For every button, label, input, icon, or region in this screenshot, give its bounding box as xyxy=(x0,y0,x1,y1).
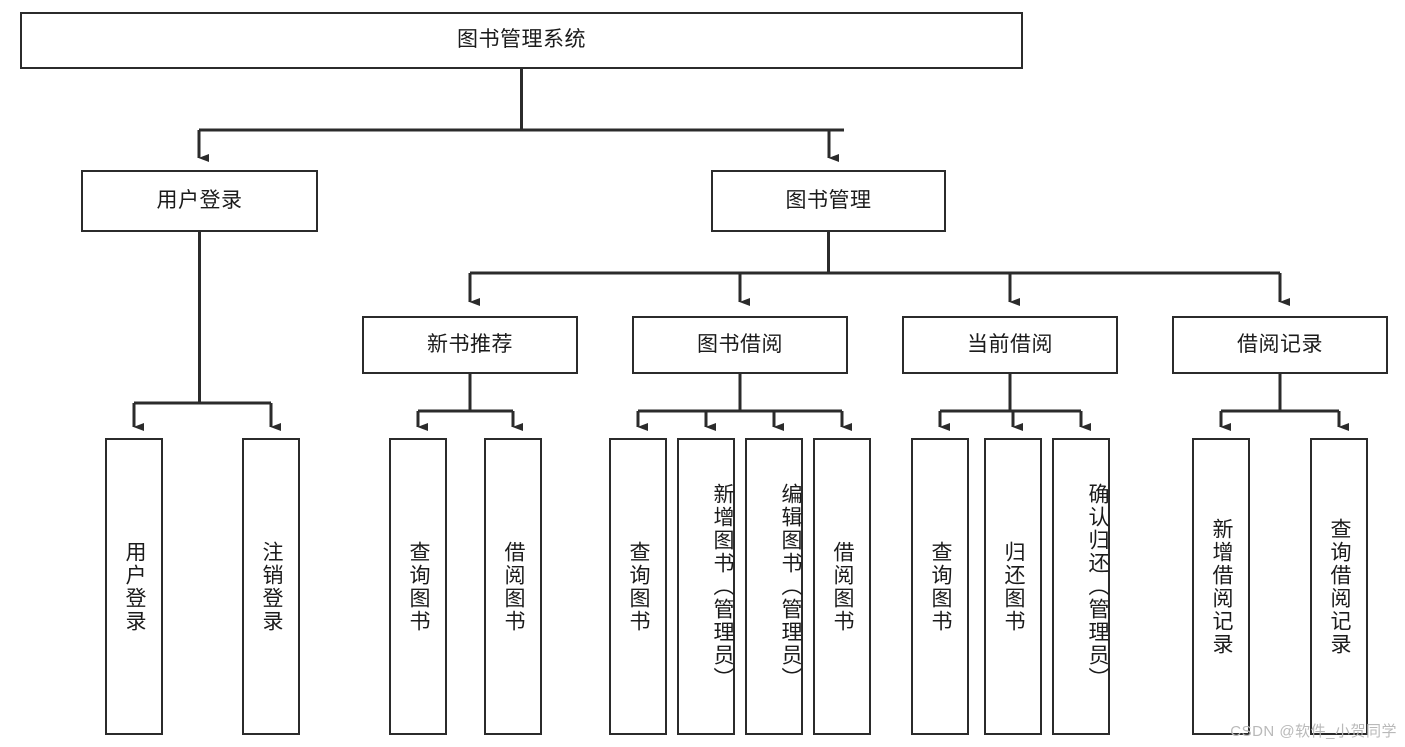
node-label: 借阅图书 xyxy=(502,540,526,633)
node-label: 新增图书（管理员） xyxy=(711,483,734,690)
edges-book-mgmt-to-level3 xyxy=(468,232,1291,307)
node-label: 借阅记录 xyxy=(1237,332,1323,356)
node-label: 新书推荐 xyxy=(427,332,513,356)
node-label: 查询图书 xyxy=(407,540,431,633)
node-user-login[interactable]: 用户登录 xyxy=(81,170,318,232)
leaf-logout[interactable]: 注销登录 xyxy=(242,438,300,735)
node-label: 查询借阅记录 xyxy=(1328,517,1352,656)
node-label: 用户登录 xyxy=(123,540,147,633)
leaf-query-books-borrowing[interactable]: 查询图书 xyxy=(609,438,667,735)
node-label: 注销登录 xyxy=(260,540,284,633)
leaf-return-books[interactable]: 归还图书 xyxy=(984,438,1042,735)
leaf-user-login[interactable]: 用户登录 xyxy=(105,438,163,735)
node-label: 归还图书 xyxy=(1002,540,1026,633)
node-new-book-recommendation[interactable]: 新书推荐 xyxy=(362,316,578,374)
node-root-book-management-system[interactable]: 图书管理系统 xyxy=(20,12,1023,69)
node-label: 编辑图书（管理员） xyxy=(779,483,802,690)
node-label: 图书管理 xyxy=(785,188,872,212)
node-book-borrowing[interactable]: 图书借阅 xyxy=(632,316,848,374)
node-label: 图书借阅 xyxy=(697,332,783,356)
leaf-query-borrow-record[interactable]: 查询借阅记录 xyxy=(1310,438,1368,735)
edges-user-login-to-leaves xyxy=(132,232,282,432)
edges-new-book-to-leaves xyxy=(416,374,524,432)
node-book-management[interactable]: 图书管理 xyxy=(711,170,946,232)
node-label: 新增借阅记录 xyxy=(1210,517,1234,656)
node-label: 查询图书 xyxy=(929,540,953,633)
node-label: 当前借阅 xyxy=(967,332,1053,356)
leaf-confirm-return-admin[interactable]: 确认归还（管理员） xyxy=(1052,438,1110,735)
leaf-query-books-current[interactable]: 查询图书 xyxy=(911,438,969,735)
node-label: 查询图书 xyxy=(627,540,651,633)
node-label: 确认归还（管理员） xyxy=(1086,483,1109,690)
leaf-borrow-books-borrowing[interactable]: 借阅图书 xyxy=(813,438,871,735)
leaf-add-borrow-record[interactable]: 新增借阅记录 xyxy=(1192,438,1250,735)
leaf-query-books-recommend[interactable]: 查询图书 xyxy=(389,438,447,735)
node-current-borrowing[interactable]: 当前借阅 xyxy=(902,316,1118,374)
edges-borrow-record-to-leaves xyxy=(1219,374,1350,432)
edges-book-borrow-to-leaves xyxy=(636,374,853,432)
leaf-add-book-admin[interactable]: 新增图书（管理员） xyxy=(677,438,735,735)
node-label: 用户登录 xyxy=(156,188,243,212)
node-label: 图书管理系统 xyxy=(457,28,586,52)
watermark-text: CSDN @软件_小贺同学 xyxy=(1230,723,1397,740)
node-label: 借阅图书 xyxy=(831,540,855,633)
edges-current-borrow-to-leaves xyxy=(938,374,1092,432)
node-borrow-records[interactable]: 借阅记录 xyxy=(1172,316,1388,374)
leaf-edit-book-admin[interactable]: 编辑图书（管理员） xyxy=(745,438,803,735)
leaf-borrow-books-recommend[interactable]: 借阅图书 xyxy=(484,438,542,735)
edges-root-to-level2 xyxy=(197,69,844,163)
